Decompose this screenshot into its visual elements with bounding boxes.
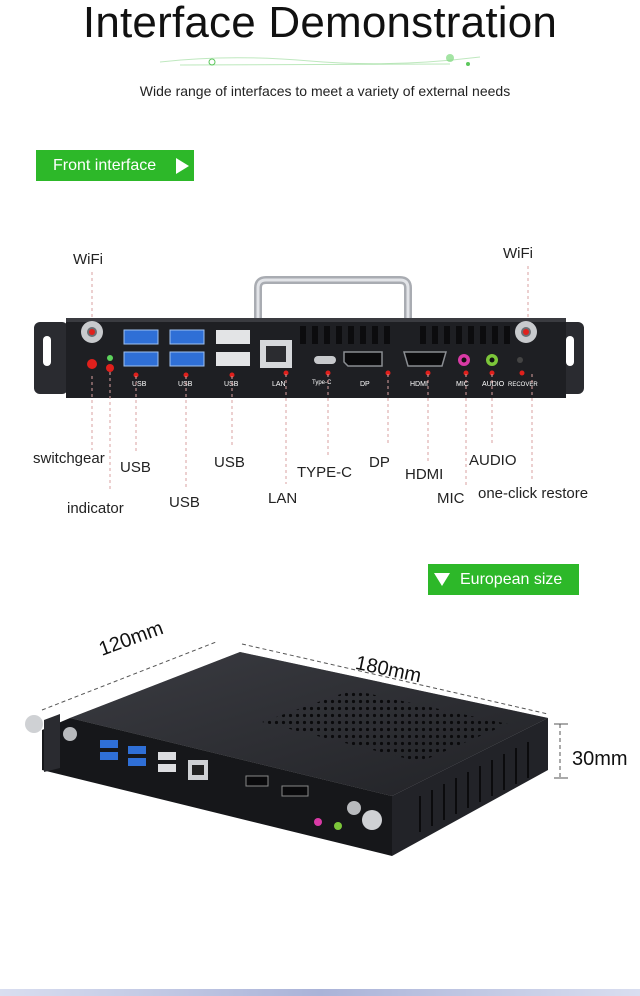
print-usb-1: USB (132, 381, 147, 388)
print-hdmi: HDMI (410, 381, 428, 388)
down-arrow-icon (434, 573, 450, 586)
print-dp: DP (360, 381, 370, 388)
page-title: Interface Demonstration (82, 0, 558, 47)
decorative-divider (159, 54, 481, 66)
european-size-label: European size (460, 570, 563, 588)
callout-usb-3: USB (214, 454, 245, 471)
front-interface-label: Front interface (53, 156, 157, 174)
european-size-tag: European size (428, 564, 579, 595)
subtitle: Wide range of interfaces to meet a varie… (139, 83, 511, 99)
callout-switchgear: switchgear (33, 450, 105, 467)
callout-audio: AUDIO (469, 452, 517, 469)
print-usb-2: USB (178, 381, 193, 388)
callout-indicator: indicator (67, 500, 124, 517)
print-lan: LAN (272, 381, 286, 388)
callout-lan: LAN (268, 490, 298, 507)
print-typec: Type-C (312, 380, 332, 386)
print-audio: AUDIO (482, 381, 505, 388)
callout-restore: one-click restore (478, 485, 589, 502)
print-mic: MIC (456, 381, 469, 388)
print-usb-3: USB (224, 381, 239, 388)
callout-usb-1: USB (120, 459, 151, 476)
callout-hdmi: HDMI (405, 466, 444, 483)
bottom-divider (0, 989, 640, 996)
print-recover: RECOVER (508, 382, 538, 388)
dimension-height: 30mm (572, 748, 628, 770)
play-arrow-icon (176, 157, 190, 174)
front-panel-image: USB USB USB LAN Type-C DP HDMI MIC AUDIO… (34, 276, 584, 398)
callout-wifi-right: WiFi (503, 245, 533, 262)
callout-mic: MIC (437, 490, 465, 507)
callout-wifi-left: WiFi (73, 251, 103, 268)
callout-usb-2: USB (169, 494, 200, 511)
callout-typec: TYPE-C (297, 464, 353, 481)
front-interface-tag: Front interface (36, 150, 194, 181)
device-perspective-image (25, 641, 568, 856)
callout-dp: DP (369, 454, 390, 471)
